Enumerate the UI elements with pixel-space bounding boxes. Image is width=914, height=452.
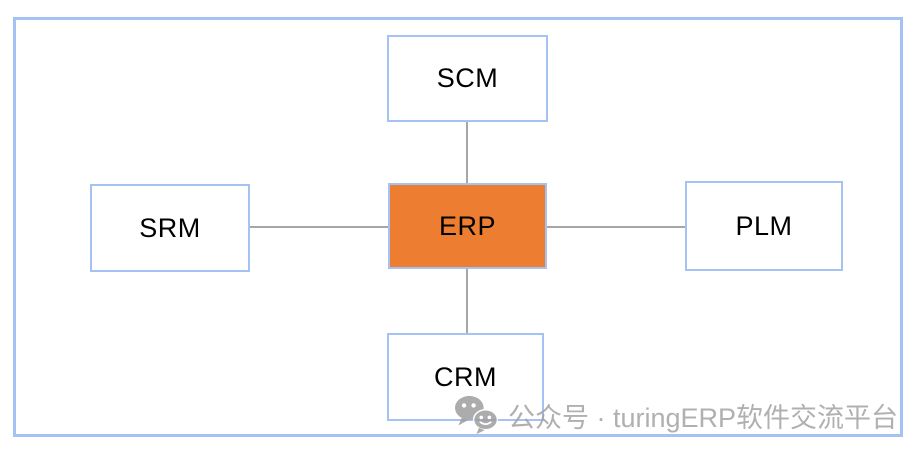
- connector-erp-srm: [250, 226, 388, 228]
- watermark-text: 公众号 · turingERP软件交流平台: [508, 402, 899, 433]
- connector-erp-scm: [466, 122, 468, 183]
- node-erp-label: ERP: [438, 210, 497, 241]
- node-scm: SCM: [387, 35, 548, 122]
- node-scm-label: SCM: [436, 63, 499, 93]
- node-crm-label: CRM: [434, 361, 497, 392]
- diagram-outer-border: [13, 17, 903, 437]
- node-plm-label: PLM: [735, 210, 793, 241]
- node-plm: PLM: [685, 181, 843, 271]
- node-srm-label: SRM: [139, 212, 201, 243]
- connector-erp-plm: [547, 226, 685, 228]
- watermark: 公众号 · turingERP软件交流平台: [453, 394, 898, 436]
- node-srm: SRM: [90, 184, 250, 272]
- connector-erp-crm: [466, 269, 468, 333]
- node-erp-center: ERP: [388, 183, 547, 269]
- wechat-icon: [455, 395, 499, 435]
